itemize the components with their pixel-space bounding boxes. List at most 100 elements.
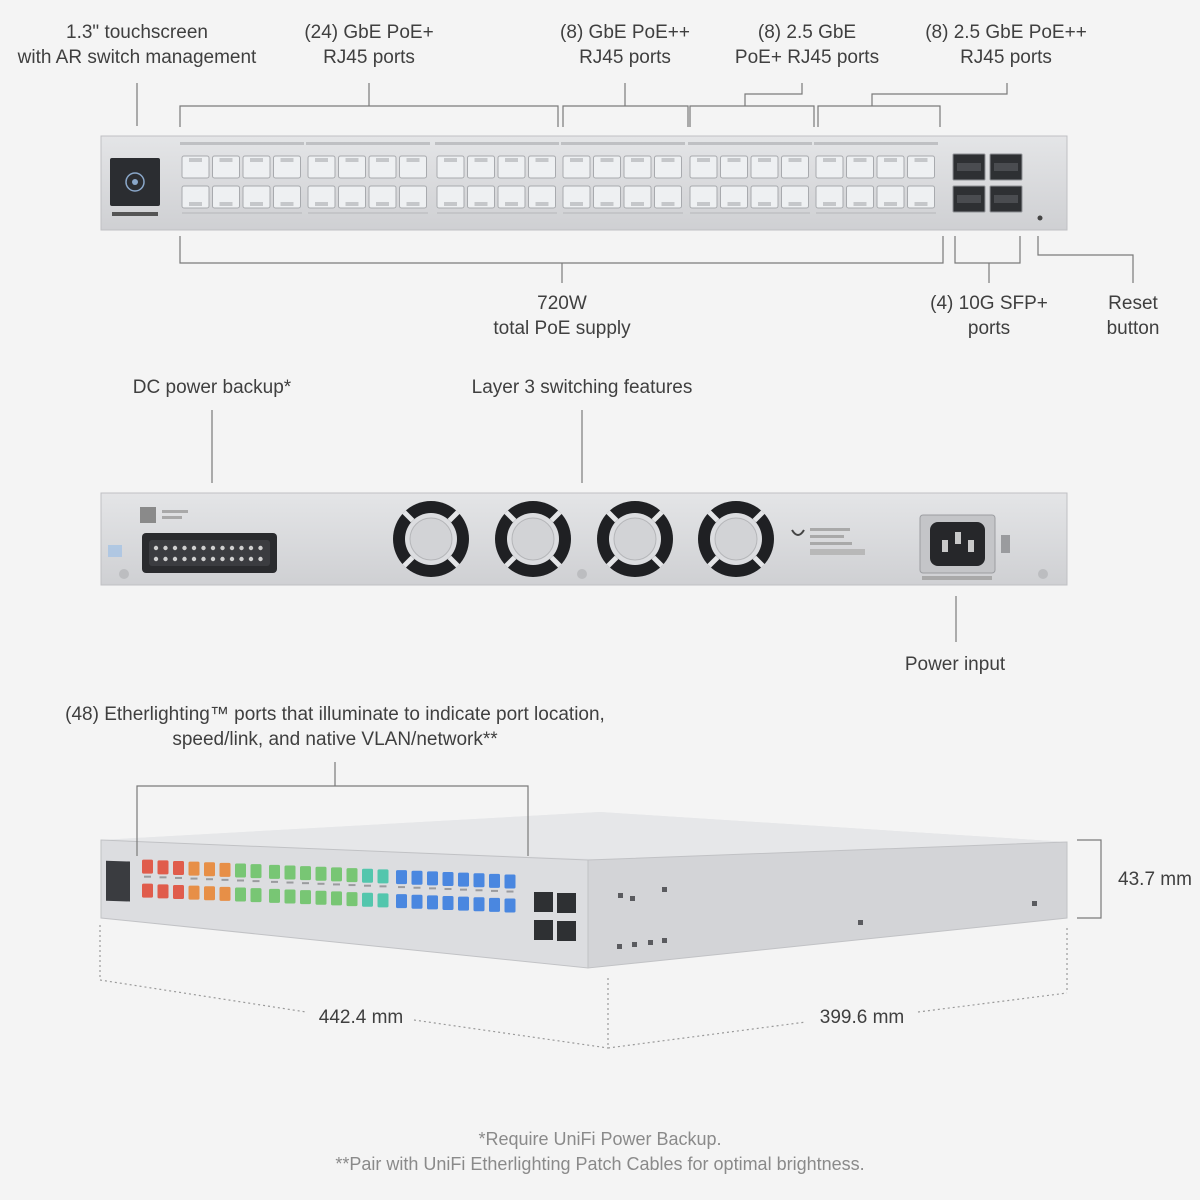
rj45-port [750,155,779,179]
rj45-port [907,185,935,209]
etherlighting-port [300,890,311,905]
etherlighting-port [396,894,407,909]
fan-icon [698,501,774,577]
etherlighting-port [458,872,469,887]
etherlighting-port [362,892,373,907]
height-dimension-label: 43.7 mm [1118,869,1192,890]
rj45-port [846,185,874,209]
rj45-port [181,185,210,209]
etherlighting-port [377,893,389,908]
etherlighting-port [142,859,153,874]
etherlighting-port [331,891,342,906]
etherlighting-port [396,870,407,885]
rj45-port [907,155,935,179]
etherlighting-port [235,887,246,902]
etherlighting-port [219,886,231,901]
width-dimension-label: 442.4 mm [318,1007,404,1028]
fan-icon [597,501,673,577]
rj45-port [212,155,240,179]
rj45-port [212,185,240,209]
etherlighting-ports [142,859,516,913]
etherlighting-port [157,884,169,899]
rj45-port [689,185,718,209]
etherlighting-port [489,897,500,912]
fan-icon [393,501,469,577]
g25-poe-plusplus-label: (8) 2.5 GbE PoE++RJ45 ports [925,22,1087,68]
rj45-port [368,185,397,209]
rj45-port [623,185,652,209]
reset-button [1037,215,1043,221]
etherlighting-port [204,886,215,901]
rj45-port [815,185,844,209]
etherlighting-port [315,890,327,905]
rj45-port [338,185,366,209]
rj45-port [750,185,779,209]
rj45-port [181,155,210,179]
etherlighting-port [346,868,358,883]
etherlighting-port [489,873,500,888]
etherlighting-port [362,868,373,883]
etherlighting-port [331,867,342,882]
perspective-sfp-ports [534,892,576,941]
rj45-port [846,155,874,179]
ac-power-inlet [919,514,1010,580]
qr-code [140,507,156,523]
fan-icon [495,501,571,577]
etherlighting-port [219,862,231,877]
etherlighting-port [442,896,454,911]
etherlighting-port [173,884,184,899]
rj45-port [497,155,526,179]
rj45-port [467,155,495,179]
rj45-port [720,155,748,179]
rj45-port [273,155,301,179]
etherlighting-port [315,866,327,881]
rj45-port [593,155,621,179]
etherlighting-port [269,888,280,903]
rj45-port [593,185,621,209]
etherlighting-port [473,897,485,912]
etherlighting-port [346,892,358,907]
rj45-port [654,155,682,179]
etherlighting-port [427,895,438,910]
etherlighting-port [411,894,423,909]
rj45-port [436,185,465,209]
rj45-port [562,185,591,209]
etherlighting-port [188,885,200,900]
cooling-fans [393,501,774,577]
rj45-port [467,185,495,209]
rj45-port [497,185,526,209]
rj45-port [528,155,556,179]
sfp-port [557,893,576,913]
perspective-leader-lines [136,762,1102,919]
rj45-port [562,155,591,179]
rj45-port [307,185,336,209]
footnote-power-backup: *Require UniFi Power Backup. [478,1129,722,1149]
rj45-port [689,155,718,179]
etherlighting-port [504,898,516,913]
rj45-port [528,185,556,209]
rj45-port [273,185,301,209]
sfp-label: (4) 10G SFP+ports [930,293,1048,339]
rj45-port [368,155,397,179]
rj45-port [307,155,336,179]
etherlighting-port [473,873,485,888]
front-leader-lines [136,83,1134,283]
rj45-port [338,155,366,179]
rj45-port [815,155,844,179]
dc-power-connector [142,533,277,573]
sfp-port [534,920,553,940]
etherlighting-port [284,889,296,904]
perspective-view [100,812,1068,969]
etherlighting-port [284,865,296,880]
gbe-poe-plusplus-label: (8) GbE PoE++RJ45 ports [560,22,690,68]
etherlighting-port [458,896,469,911]
etherlighting-port [377,869,389,884]
etherlighting-port [442,872,454,887]
rj45-port-groups [180,142,938,214]
rj45-port [876,185,905,209]
etherlighting-port [300,866,311,881]
footnote-etherlighting: **Pair with UniFi Etherlighting Patch Ca… [335,1154,865,1174]
rj45-port [623,155,652,179]
